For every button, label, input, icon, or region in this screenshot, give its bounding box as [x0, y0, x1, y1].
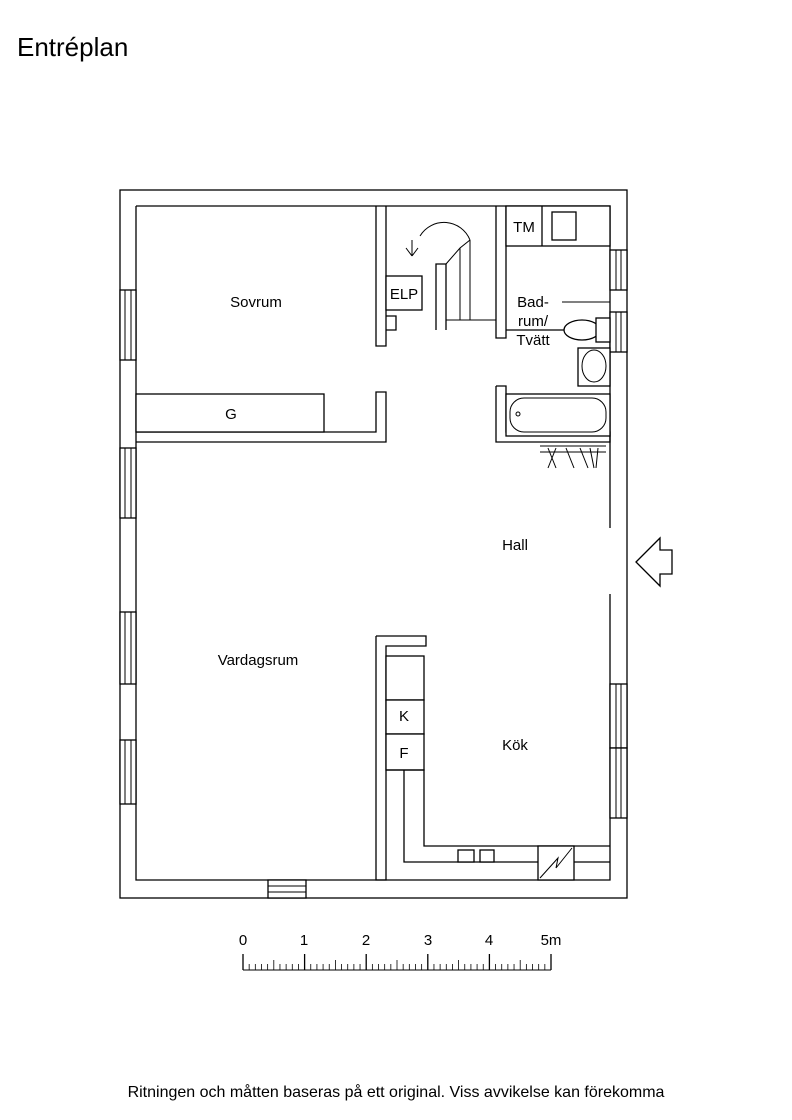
stove-icon	[537, 845, 575, 881]
elp-cabinet	[385, 275, 423, 311]
coat-rack-icon	[540, 445, 606, 469]
toilet-icon	[563, 319, 601, 341]
room-label-sovrum: Sovrum	[230, 294, 282, 311]
room-label-kok: Kök	[502, 737, 528, 754]
windows	[119, 249, 628, 899]
scale-label: 1	[300, 932, 308, 949]
scale-label: 2	[362, 932, 370, 949]
scale-label: 0	[239, 932, 247, 949]
room-label-kyl: K	[399, 708, 409, 725]
room-label-bad-line1: Bad-	[517, 294, 549, 311]
sink-icon	[577, 347, 611, 387]
bedroom-wardrobe	[135, 393, 325, 433]
room-label-bad-line2: rum/	[518, 313, 549, 330]
room-label-bad-line3: Tvätt	[516, 332, 550, 349]
bathtub-icon	[505, 393, 611, 437]
kitchen-counters	[385, 655, 610, 881]
footer-disclaimer: Ritningen och måtten baseras på ett orig…	[127, 1084, 665, 1101]
entrance-arrow-icon	[635, 536, 673, 588]
scale-label: 4	[485, 932, 493, 949]
page-title: Entréplan	[17, 32, 129, 62]
room-label-garderob: G	[225, 406, 237, 423]
room-label-vardagsrum: Vardagsrum	[218, 652, 299, 669]
scale-label: 5m	[541, 932, 562, 949]
washing-machine-icon	[551, 211, 577, 241]
staircase	[405, 221, 496, 330]
room-label-tm: TM	[513, 219, 535, 236]
scale-labels: 0 1 2 3 4 5m	[239, 932, 562, 949]
scale-bar	[242, 954, 552, 971]
scale-label: 3	[424, 932, 432, 949]
room-label-hall: Hall	[502, 537, 528, 554]
outer-walls	[119, 189, 628, 899]
room-label-elp: ELP	[390, 286, 418, 303]
bathroom-fixtures	[505, 205, 611, 437]
room-label-frys: F	[399, 745, 408, 762]
sink-icon	[457, 849, 475, 863]
freezer-box	[385, 733, 425, 771]
stair-arrow-icon	[405, 247, 419, 257]
